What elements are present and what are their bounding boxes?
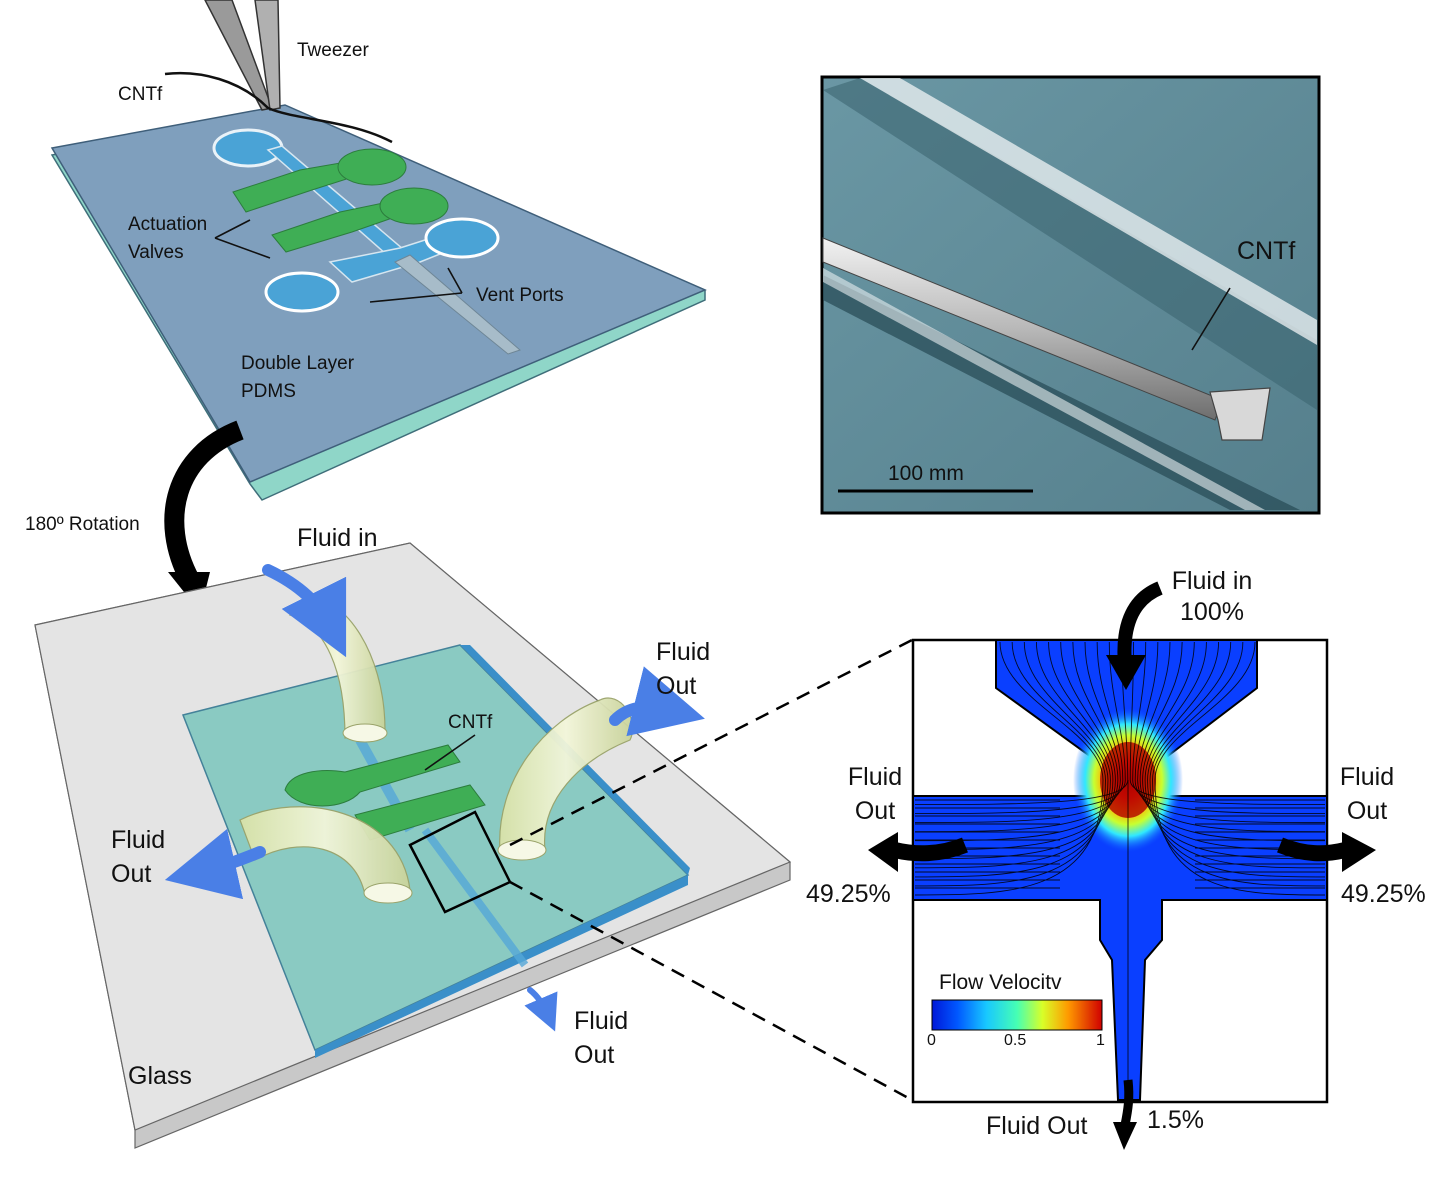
streamline: [914, 641, 1126, 815]
streamline: [1137, 641, 1326, 833]
glass-label: Glass: [128, 1062, 192, 1090]
fluid-out-left-label-2: Out: [111, 860, 152, 888]
colorbar-tick-0: 0: [927, 1032, 936, 1049]
actuation-valves-label-1: Actuation: [128, 214, 208, 235]
pdms-device: [50, 0, 707, 501]
fluid-out-left-label-1: Fluid: [111, 826, 166, 854]
vent-ports-label: Vent Ports: [476, 285, 564, 306]
cntf-device-label: CNTf: [448, 712, 493, 733]
fluid-out-bottom-label-2: Out: [574, 1041, 615, 1069]
sim-out-right-label-2: Out: [1346, 797, 1388, 825]
scale-bar-label: 100 mm: [888, 462, 964, 485]
colorbar-tick-mid: 0.5: [1004, 1032, 1027, 1049]
pdms-top-face: [50, 104, 707, 483]
streamline: [914, 641, 1121, 833]
tweezer-icon: [204, 0, 281, 111]
zoom-connector-lines: [509, 638, 913, 1102]
sim-fluid-in-label-2: 100%: [1180, 598, 1244, 626]
streamline: [1149, 641, 1326, 878]
colorbar-title: Flow Velocitv: [939, 971, 1062, 994]
sem-cntf-label: CNTf: [1237, 237, 1296, 265]
simulation-panel: [911, 638, 1329, 1104]
sim-out-right-pct: 49.25%: [1341, 880, 1426, 908]
streamline: [1152, 641, 1326, 887]
flow-arrows-blue: [164, 564, 705, 1032]
sim-fluid-in-label-1: Fluid in: [1171, 567, 1253, 595]
streamline: [914, 641, 1111, 869]
sim-out-left-label-2: Out: [854, 797, 896, 825]
fluid-out-bottom-label-1: Fluid: [574, 1007, 629, 1035]
streamline: [914, 641, 1129, 805]
actuation-valves-label-2: Valves: [128, 242, 184, 263]
fluid-out-right-label-1: Fluid: [656, 638, 711, 666]
fluid-out-right-label-2: Out: [656, 672, 697, 700]
actuation-valve-lower: [271, 187, 449, 253]
sem-image: [820, 75, 1321, 515]
flow-arrows-black: [868, 581, 1376, 1150]
streamline: [914, 641, 1106, 887]
sim-out-right-label-1: Fluid: [1339, 763, 1395, 791]
streamline: [1134, 641, 1326, 824]
actuation-valve-upper: [232, 148, 407, 213]
streamline: [914, 641, 1114, 860]
cntf-fiber: [164, 71, 393, 144]
streamline: [914, 641, 1109, 878]
sim-out-bottom-label: Fluid Out: [986, 1112, 1088, 1140]
double-layer-label-1: Double Layer: [241, 353, 355, 374]
sim-out-left-label-1: Fluid: [847, 763, 903, 791]
cntf-fiber-sem: [822, 237, 1271, 441]
sim-out-bottom-pct: 1.5%: [1147, 1106, 1204, 1134]
streamline: [1144, 641, 1326, 860]
glass-device: [34, 542, 792, 1149]
annotation-pointers: [214, 219, 463, 303]
double-layer-label-2: PDMS: [241, 381, 296, 402]
streamline: [1129, 641, 1326, 805]
streamline: [1132, 641, 1326, 815]
cntf-top-label: CNTf: [118, 84, 163, 105]
rotation-label: 180º Rotation: [25, 514, 140, 535]
streamline: [914, 641, 1124, 824]
streamline: [1154, 641, 1326, 896]
colorbar-tick-1: 1: [1096, 1032, 1105, 1049]
colorbar: [931, 999, 1103, 1031]
streamline: [1139, 641, 1326, 842]
streamline: [914, 641, 1119, 842]
streamline: [1147, 641, 1326, 869]
fluid-in-label: Fluid in: [297, 524, 378, 552]
sim-out-left-pct: 49.25%: [806, 880, 891, 908]
tweezer-label: Tweezer: [297, 40, 369, 61]
streamline: [914, 641, 1104, 896]
microchannel: [212, 128, 521, 355]
